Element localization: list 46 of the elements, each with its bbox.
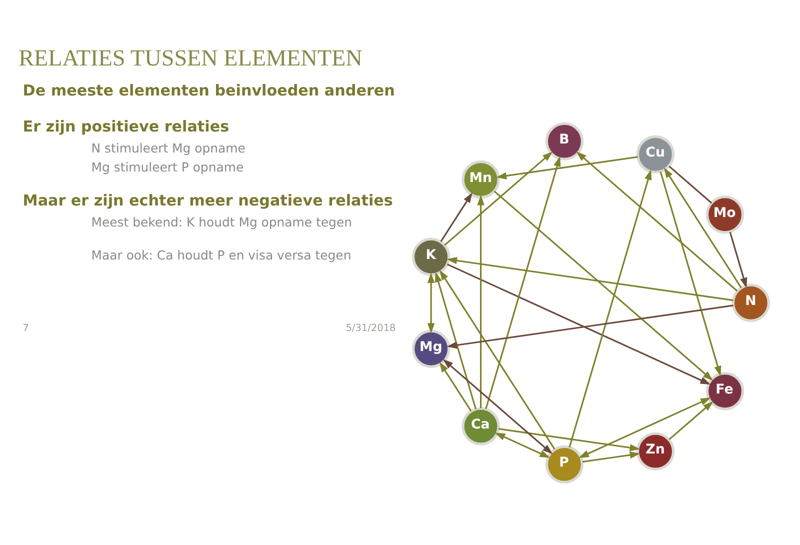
- node-circle: Fe: [706, 372, 744, 410]
- arrow: [485, 156, 561, 410]
- node-circle: Cu: [636, 135, 675, 174]
- node-circle: Mn: [462, 160, 500, 199]
- label: Meest bekend: K houdt Mg opname tegen: [91, 214, 352, 230]
- arrow: [578, 398, 711, 458]
- label: Er zijn positieve relaties: [22, 118, 230, 136]
- arrow: [440, 192, 472, 242]
- arrow: [494, 432, 550, 458]
- arrow: [668, 401, 714, 440]
- node-circle: P: [545, 445, 584, 484]
- arrow: [664, 167, 742, 288]
- arrow: [494, 190, 714, 381]
- arrow: [434, 272, 477, 410]
- arrow: [477, 194, 484, 408]
- label: 7: [22, 323, 29, 334]
- arrow: [446, 304, 734, 349]
- arrow: [442, 359, 553, 454]
- node-circle: B: [545, 122, 584, 160]
- arrow: [439, 270, 556, 450]
- arrow: [444, 151, 553, 246]
- arrow: [576, 151, 738, 292]
- arrow: [498, 428, 640, 452]
- label: Maar er zijn echter meer negatieve relaties: [22, 192, 393, 210]
- arrow: [439, 362, 472, 412]
- label: Mg stimuleert P opname: [91, 159, 244, 174]
- arrow: [568, 170, 652, 448]
- node-circle: K: [412, 238, 450, 276]
- arrow: [496, 156, 638, 180]
- label: 5/31/2018: [346, 323, 396, 334]
- label: N stimuleert Mg opname: [91, 140, 246, 156]
- arrow: [446, 264, 711, 385]
- node-circle: Zn: [636, 432, 675, 470]
- node-circle: Ca: [462, 407, 500, 446]
- label: Maar ook: Ca houdt P en visa versa tegen: [91, 247, 352, 262]
- diagram-title: RELATIES TUSSEN ELEMENTEN: [18, 46, 362, 72]
- arrow: [446, 257, 734, 302]
- connector: [668, 166, 712, 204]
- label: De meeste elementen beinvloeden anderen: [22, 81, 395, 100]
- node-circle: Mg: [412, 330, 450, 368]
- node-circle: Mo: [706, 196, 744, 234]
- node-circle: N: [732, 284, 770, 322]
- arrow: [427, 272, 435, 334]
- arrow: [729, 232, 748, 288]
- arrow: [660, 172, 722, 376]
- arrow: [582, 451, 640, 463]
